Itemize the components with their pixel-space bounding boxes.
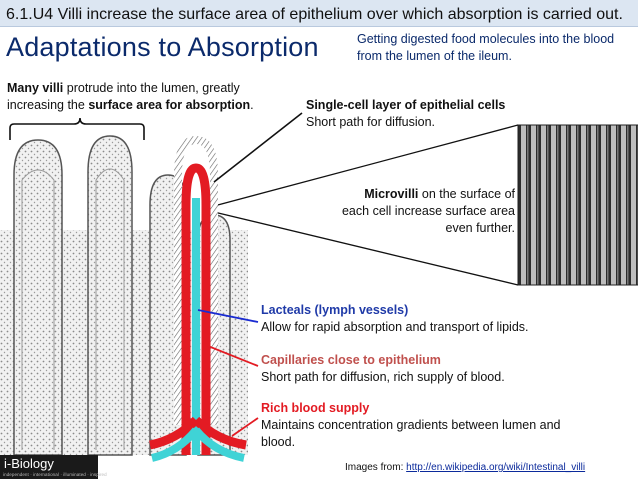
villus-2-core xyxy=(95,168,125,450)
epithelium-pointer xyxy=(213,112,303,183)
blood-supply-pointer xyxy=(231,417,259,437)
understanding-statement: 6.1.U4 Villi increase the surface area o… xyxy=(6,6,623,24)
statement-text: Villi increase the surface area of epith… xyxy=(57,6,623,23)
venule-right xyxy=(192,416,247,450)
capillary-annotation: Capillaries close to epithelium Short pa… xyxy=(261,352,581,386)
credit-prefix: Images from: xyxy=(345,462,407,473)
capillary-body: Short path for diffusion, rich supply of… xyxy=(261,370,505,384)
page-subtitle: Getting digested food molecules into the… xyxy=(357,32,615,63)
villi-text-2: . xyxy=(250,98,254,112)
microvilli-bold: Microvilli xyxy=(364,187,419,201)
header-bar xyxy=(0,0,638,27)
villus-2 xyxy=(87,135,133,456)
villi-text-1: protrude into the lumen, greatly increas… xyxy=(7,81,240,112)
villi-bold-2: surface area for absorption xyxy=(88,98,251,112)
capillary-heading: Capillaries close to epithelium xyxy=(261,353,441,367)
microvilli-frame xyxy=(517,124,638,286)
syllabus-code: 6.1.U4 xyxy=(6,6,54,23)
epithelium-body: Short path for diffusion. xyxy=(306,115,436,129)
lymph-right xyxy=(192,427,245,462)
villus-1-core xyxy=(21,169,55,450)
villi-brace xyxy=(9,117,145,140)
capillary-pointer xyxy=(207,345,259,367)
blood-supply-body: Maintains concentration gradients betwee… xyxy=(261,418,561,449)
villi-annotation: Many villi protrude into the lumen, grea… xyxy=(7,80,297,114)
lacteal-pointer xyxy=(197,309,259,323)
epithelium-annotation: Single-cell layer of epithelial cells Sh… xyxy=(306,97,546,131)
arteriole-left xyxy=(149,416,200,450)
logo-tagline: independent · international · illuminate… xyxy=(3,472,107,477)
page-title: Adaptations to Absorption xyxy=(6,32,319,62)
zoom-line-top xyxy=(213,124,519,207)
zoom-line-bottom xyxy=(213,211,519,286)
blood-supply-heading: Rich blood supply xyxy=(261,401,370,415)
lymph-left xyxy=(150,427,200,462)
image-credit: Images from: http://en.wikipedia.org/wik… xyxy=(345,462,585,473)
lacteal-lower xyxy=(192,360,200,400)
credit-link[interactable]: http://en.wikipedia.org/wiki/Intestinal_… xyxy=(406,462,586,473)
epithelium-layer xyxy=(174,135,218,425)
epithelium-heading: Single-cell layer of epithelial cells xyxy=(306,98,506,112)
microvilli-micrograph xyxy=(518,125,638,285)
logo-name: i-Biology xyxy=(4,456,54,471)
lacteal-annotation: Lacteals (lymph vessels) Allow for rapid… xyxy=(261,302,621,336)
villi-bold: Many villi xyxy=(7,81,64,95)
villus-diagram xyxy=(149,135,247,462)
microvilli-body: on the surface of each cell increase sur… xyxy=(341,187,515,235)
capillary-network xyxy=(181,163,211,455)
lacteal-heading: Lacteals (lymph vessels) xyxy=(261,303,409,317)
lacteal-body: Allow for rapid absorption and transport… xyxy=(261,320,529,334)
ibiology-logo: i-Biology independent · international · … xyxy=(0,455,107,479)
microvilli-annotation: Microvilli on the surface of each cell i… xyxy=(340,186,515,237)
blood-supply-annotation: Rich blood supply Maintains concentratio… xyxy=(261,400,581,451)
villus-1 xyxy=(13,139,63,456)
